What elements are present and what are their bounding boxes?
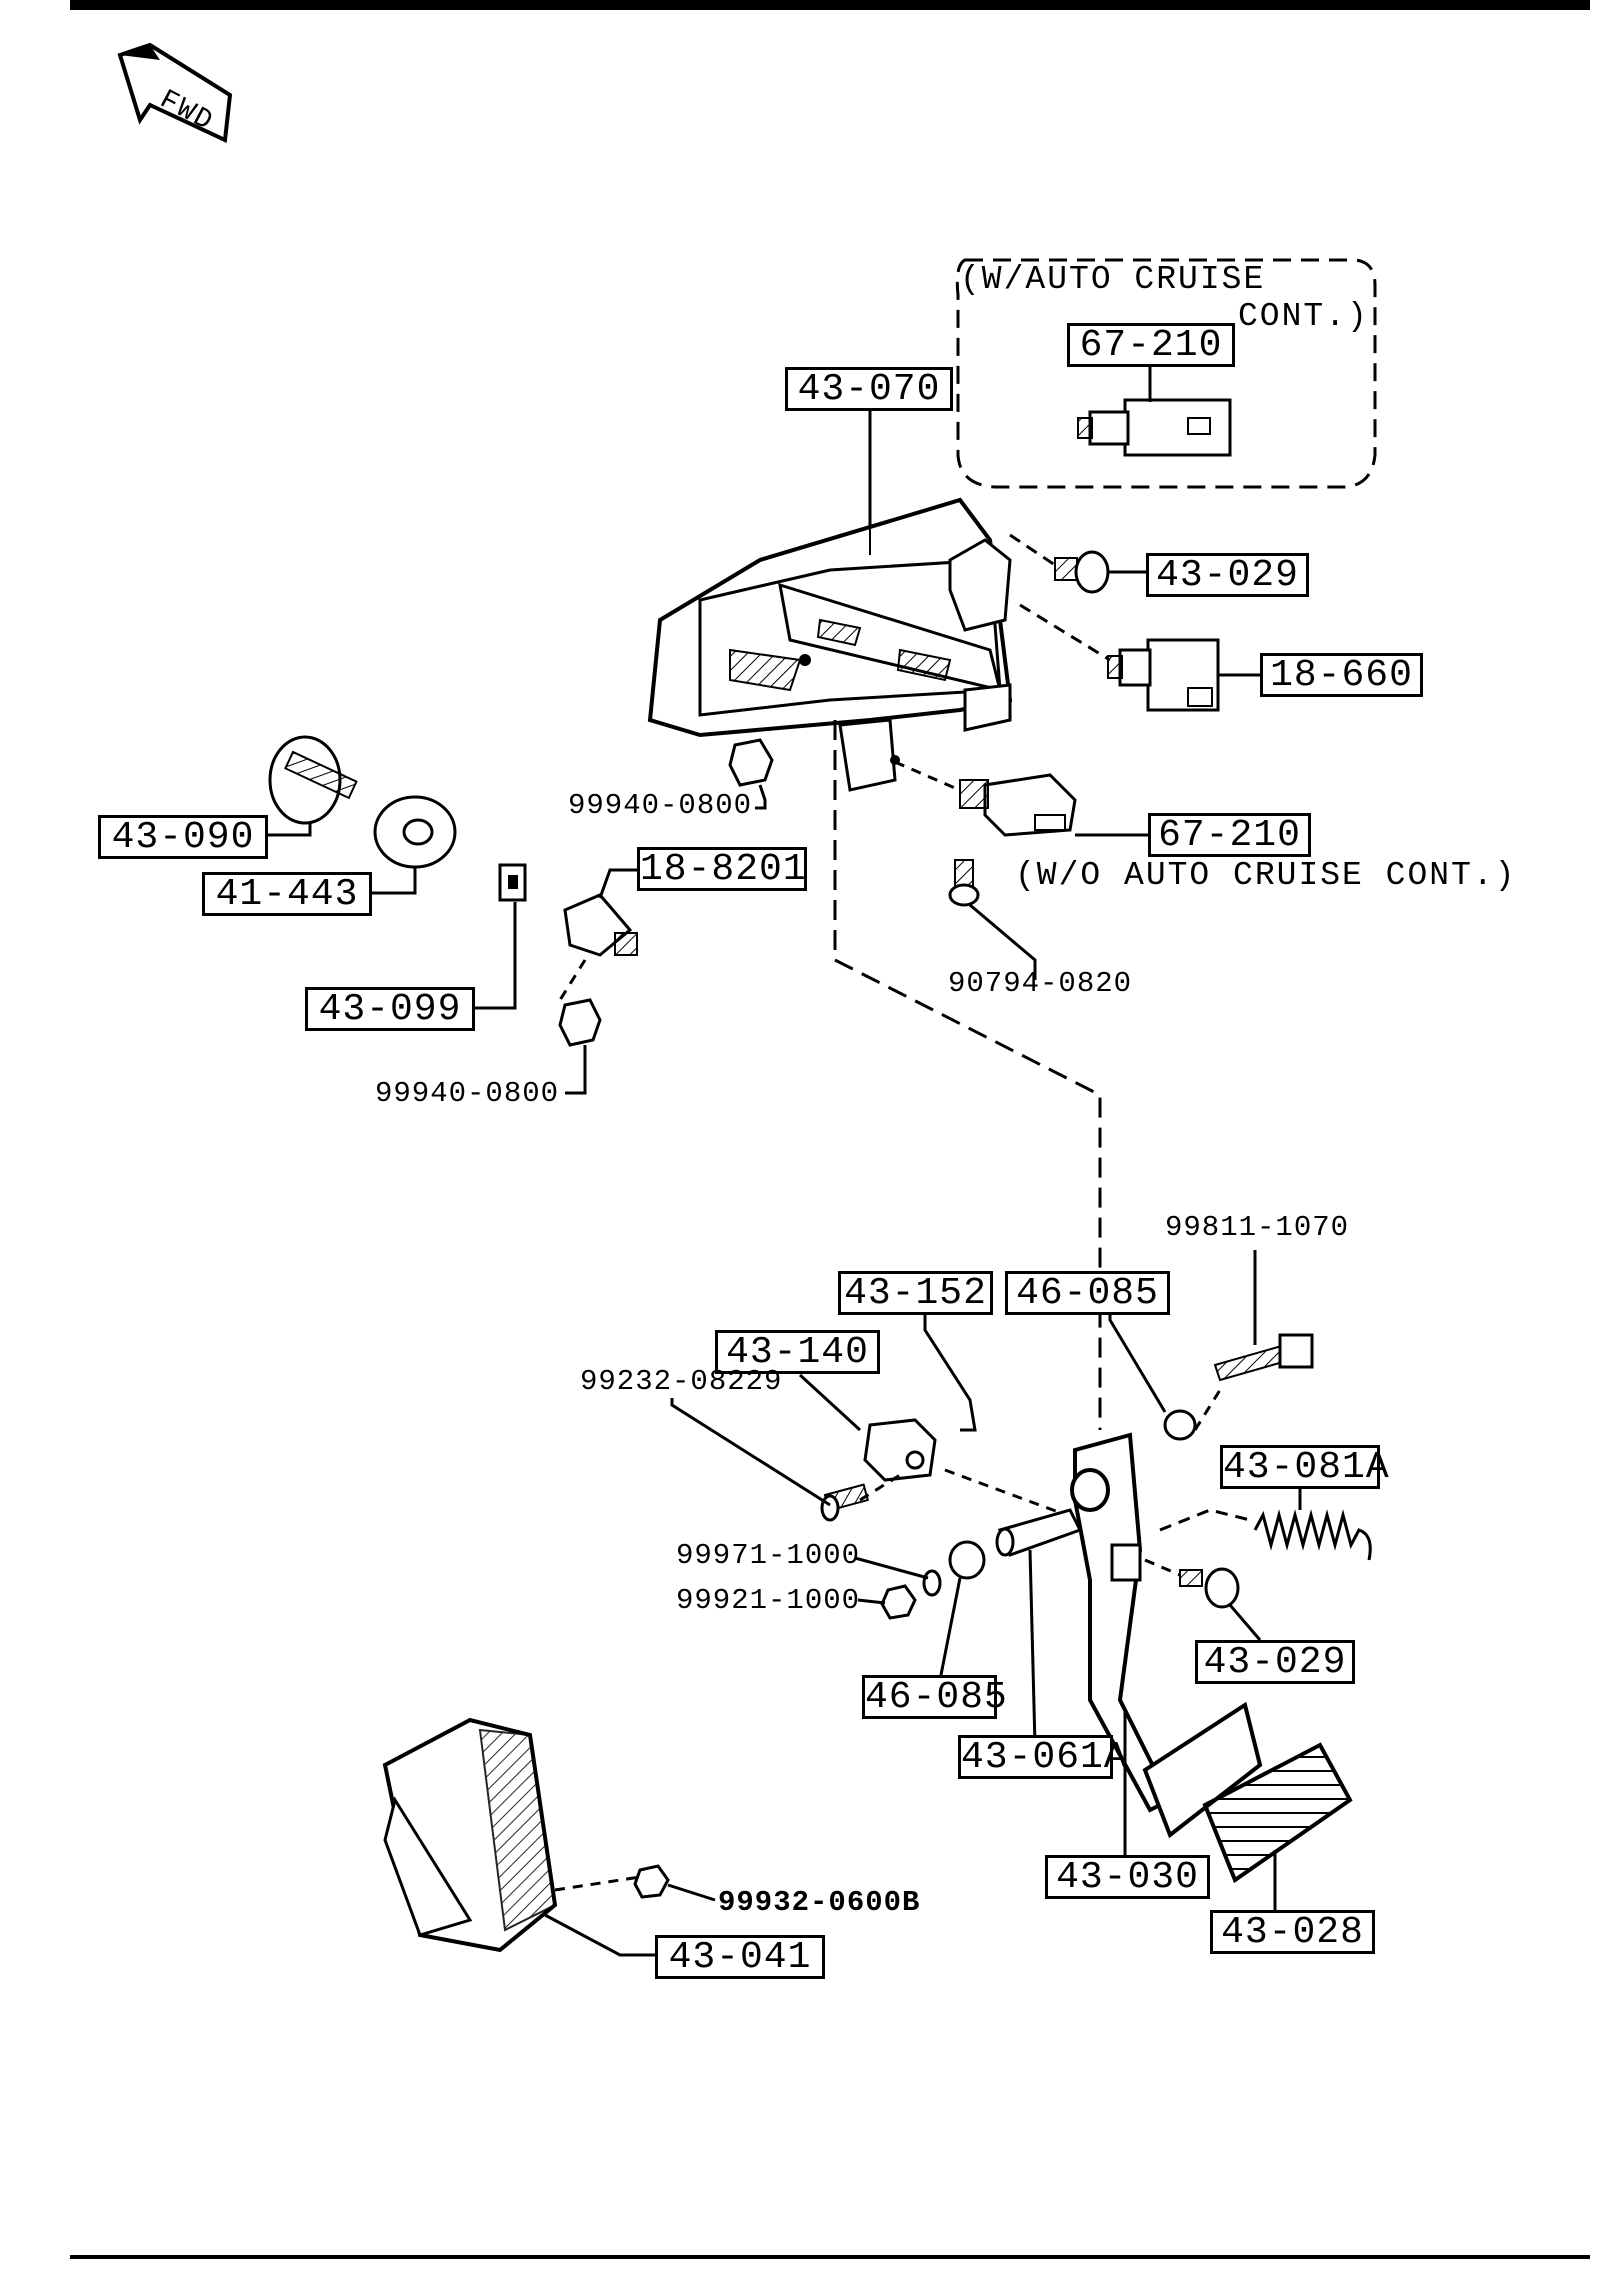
variant-note-with-cruise-line1: (W/AUTO CRUISE <box>960 261 1266 298</box>
screw-icon <box>948 859 980 907</box>
callout-43-099: 43-099 <box>305 987 475 1031</box>
callout-67-210-top: 67-210 <box>1067 323 1235 367</box>
return-spring-icon <box>1253 1509 1372 1561</box>
pivot-sleeve-icon <box>995 1508 1083 1557</box>
variant-note-without-cruise: (W/O AUTO CRUISE CONT.) <box>1015 857 1517 894</box>
callout-43-029-bottom: 43-029 <box>1195 1640 1355 1684</box>
fwd-arrow-icon <box>117 42 233 143</box>
callout-46-085-bottom: 46-085 <box>862 1675 1007 1719</box>
auto-cruise-enclosure <box>955 258 1377 489</box>
part-number-99921-1000: 99921-1000 <box>676 1584 861 1617</box>
nut-icon <box>558 998 602 1047</box>
bushing-icon <box>948 1540 986 1580</box>
position-switch-icon <box>563 893 638 957</box>
trim-cover-icon <box>382 1717 558 1953</box>
bushing-icon <box>1163 1409 1197 1441</box>
callout-43-029-top: 43-029 <box>1146 553 1309 597</box>
top-rule <box>70 0 1590 10</box>
part-number-99940-0800-top: 99940-0800 <box>568 789 753 822</box>
part-number-90794-0820: 90794-0820 <box>948 967 1133 1000</box>
cruise-cancel-switch-icon <box>959 773 1077 837</box>
stopper-bolt-icon <box>1179 1567 1240 1609</box>
clevis-icon <box>863 1418 937 1482</box>
spacer-plate-icon <box>373 795 457 869</box>
stop-light-switch-icon <box>1107 638 1220 712</box>
callout-43-140: 43-140 <box>715 1330 880 1374</box>
callout-43-028: 43-028 <box>1210 1910 1375 1954</box>
callout-41-443: 41-443 <box>202 872 372 916</box>
pivot-bolt-icon <box>1213 1333 1314 1382</box>
callout-18-8201: 18-8201 <box>637 847 807 891</box>
nut-icon <box>728 738 774 787</box>
callout-43-081a: 43-081A <box>1220 1445 1389 1489</box>
pedal-bracket-icon <box>647 497 1013 792</box>
part-number-99940-0800-bottom: 99940-0800 <box>375 1077 560 1110</box>
stud-bolt-icon <box>268 735 358 825</box>
callout-43-152: 43-152 <box>838 1271 993 1315</box>
clevis-pin-icon <box>820 1483 870 1522</box>
callout-18-660: 18-660 <box>1260 653 1423 697</box>
callout-43-070: 43-070 <box>785 367 953 411</box>
callout-46-085-top: 46-085 <box>1005 1271 1170 1315</box>
part-number-99811-1070: 99811-1070 <box>1165 1211 1350 1244</box>
stopper-bolt-icon <box>1054 550 1110 594</box>
nut-icon <box>880 1584 917 1620</box>
callout-43-041: 43-041 <box>655 1935 825 1979</box>
part-number-99932-0600b: 99932-0600B <box>718 1886 921 1919</box>
washer-icon <box>922 1569 942 1597</box>
cruise-switch-icon <box>1077 398 1232 457</box>
part-number-99971-1000: 99971-1000 <box>676 1539 861 1572</box>
callout-67-210-side: 67-210 <box>1148 813 1311 857</box>
nut-icon <box>633 1864 670 1899</box>
callout-43-030: 43-030 <box>1045 1855 1210 1899</box>
variant-note-with-cruise-line2: CONT.) <box>1238 298 1369 335</box>
bottom-rule <box>70 2255 1590 2259</box>
pedal-pad-icon <box>1202 1742 1353 1884</box>
brake-pedal-icon <box>1070 1432 1263 1839</box>
part-number-99232-08229: 99232-08229 <box>580 1365 783 1398</box>
clip-icon <box>498 863 527 902</box>
callout-43-061a: 43-061A <box>958 1735 1127 1779</box>
callout-43-090: 43-090 <box>98 815 268 859</box>
